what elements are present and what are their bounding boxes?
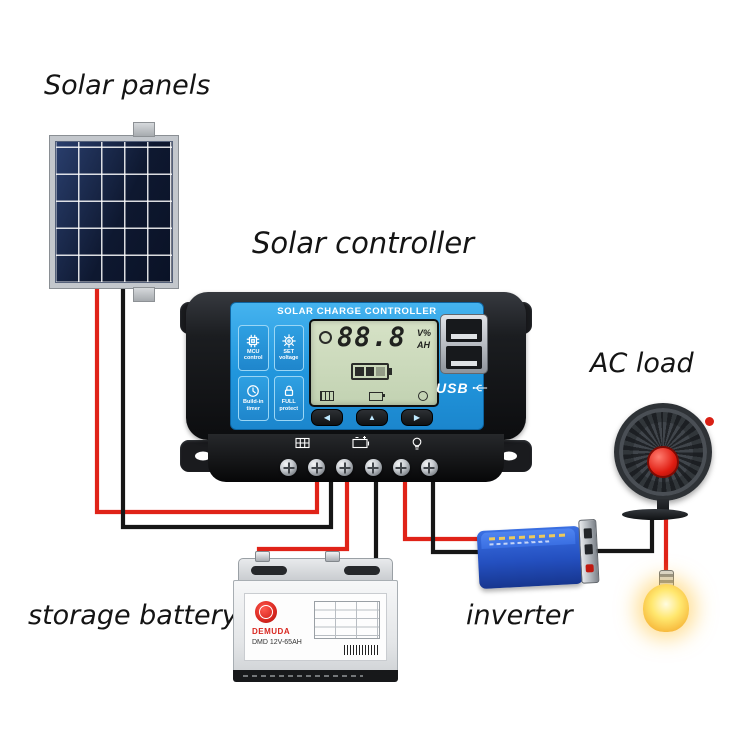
bulb-glass [643,584,689,632]
usb-text: USB [436,380,469,396]
barcode [344,645,378,655]
solar-panels-label: Solar panels [44,70,211,101]
inverter-top-face [480,528,576,549]
feature-protect: FULL protect [273,375,304,421]
feature-set-voltage: SET voltage [273,325,304,371]
solar-panel-image [50,122,178,302]
terminal-screw [336,459,354,476]
wire-inverter-black [430,470,484,555]
fan-knob [705,417,714,426]
battery-status-icon [369,391,385,401]
gauge-bar [376,367,386,376]
storage-battery: DEMUDA DMD 12V-65AH [233,551,398,682]
lcd-status-icons [320,391,428,401]
panel-status-icon [320,391,334,401]
battery-terminal-icon [352,438,368,449]
battery-gauge-icon [351,363,392,380]
storage-battery-label: storage battery [28,600,238,631]
solar-controller-label: Solar controller [252,226,475,260]
lcd-unit-volt: V% [416,328,431,338]
battery-handle [251,566,287,575]
ac-load-label: AC load [590,348,694,379]
battery-handle [344,566,380,575]
wire-inverter-red [402,470,484,542]
battery-positive-terminal [255,551,270,562]
terminal-screw [308,459,326,476]
inverter-body [476,525,584,590]
terminal-screws [280,459,438,476]
battery-negative-terminal [325,551,340,562]
fan-hub [647,446,679,478]
controller-buttons: ◀ ▲ ▶ [309,409,435,426]
inverter-label: inverter [466,600,573,631]
charge-controller: SOLAR CHARGE CONTROLLER MCU control SET … [180,292,532,482]
ac-outlet [584,544,593,555]
battery-base [233,670,398,682]
battery-brand: DEMUDA [252,627,291,636]
fan-neck [657,499,669,511]
gauge-bar [365,367,375,376]
lcd-display: 88.8 V% AH [309,319,439,407]
gear-icon [282,334,296,348]
chip-icon [246,334,260,348]
menu-button[interactable]: ◀ [311,409,343,426]
wire-fan-black [592,510,655,554]
feature-grid: MCU control SET voltage Build-in timer [238,325,304,421]
up-button[interactable]: ▲ [356,409,388,426]
fan-base [622,509,688,520]
battery-spec-table [314,601,380,639]
terminal-icons [295,436,422,450]
feature-label: MCU control [243,348,263,362]
gauge-bar [355,367,364,376]
fan-device [612,403,714,521]
terminal-screw [280,459,297,476]
usb-port-top [446,319,482,342]
panel-mount-bracket-top [133,122,155,137]
terminal-screw [364,459,382,476]
panel-mount-bracket-bottom [133,287,155,302]
feature-label: SET voltage [279,348,299,362]
controller-title: SOLAR CHARGE CONTROLLER [277,306,437,317]
feature-mcu: MCU control [238,325,269,371]
lcd-value: 88.8 [337,322,407,353]
battery-model: DMD 12V-65AH [252,639,302,646]
usb-trident-icon [472,384,487,392]
battery-brand-logo [255,601,277,623]
load-terminal-icon [412,437,422,447]
select-button[interactable]: ▶ [401,409,433,426]
light-bulb [642,570,690,646]
feature-timer: Build-in timer [238,375,269,421]
lcd-units: V% AH [417,328,431,351]
feature-label: Build-in timer [243,399,264,412]
ac-outlet [583,528,593,539]
inverter-device [476,515,600,597]
terminal-screw [420,459,438,476]
load-status-icon [418,391,428,401]
terminal-strip [208,434,504,482]
sun-icon [319,331,332,344]
lock-icon [284,386,293,397]
inverter-outlet-panel [578,518,600,584]
clock-icon [247,385,260,398]
wire-panel-red [94,284,320,515]
lcd-unit-ah: AH [416,339,430,350]
battery-label: DEMUDA DMD 12V-65AH [244,593,387,661]
feature-label: FULL protect [279,399,299,412]
wire-panel-black [120,284,334,530]
battery-body: DEMUDA DMD 12V-65AH [233,580,398,672]
power-switch[interactable] [585,564,594,573]
usb-label: USB [436,380,496,396]
terminal-screw [392,459,410,476]
usb-port-bottom [446,346,482,369]
inverter-print-line [488,533,568,541]
inverter-print-line [489,540,550,546]
usb-ports [440,314,488,374]
